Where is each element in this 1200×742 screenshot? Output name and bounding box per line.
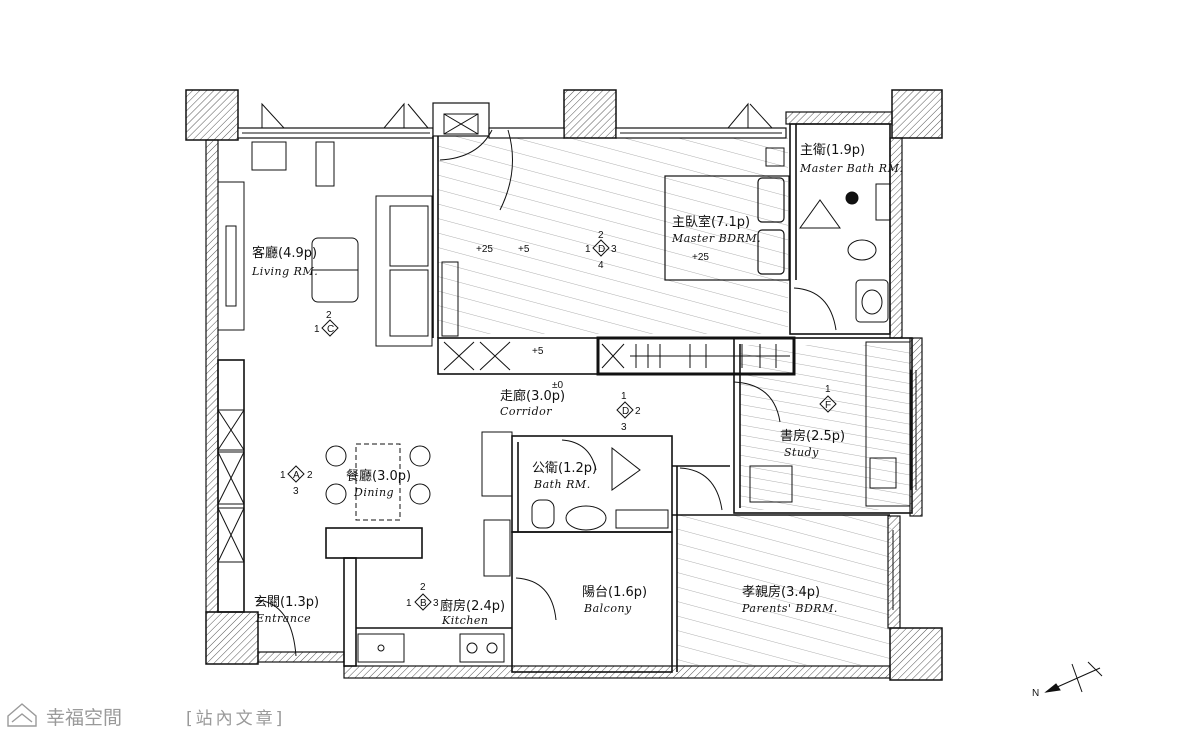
parents-bedroom-label-en: Parents' BDRM. <box>741 602 838 615</box>
bath-label-en: Bath RM. <box>533 478 591 491</box>
corridor-label-en: Corridor <box>500 405 552 418</box>
master-bed <box>664 175 790 281</box>
svg-text:B: B <box>420 598 427 609</box>
master-bedroom-label: 主臥室(7.1p) <box>672 214 750 230</box>
study-label: 書房(2.5p) <box>780 428 845 444</box>
study-floor <box>740 345 910 510</box>
window-casements <box>261 102 773 129</box>
svg-text:2: 2 <box>326 310 332 321</box>
elevation-tag-corridor: D 1 2 3 <box>616 391 641 433</box>
living-top-furniture <box>251 141 335 187</box>
svg-text:3: 3 <box>433 598 439 609</box>
svg-text:1: 1 <box>406 598 412 609</box>
svg-text:2: 2 <box>635 406 641 417</box>
room-labels: 客廳(4.9p) Living RM. 主臥室(7.1p) Master BDR… <box>251 143 903 627</box>
svg-text:1: 1 <box>280 470 286 481</box>
master-bedroom-label-en: Master BDRM. <box>671 232 761 245</box>
svg-text:3: 3 <box>611 244 617 255</box>
study-furniture <box>749 341 911 507</box>
parents-floor <box>677 515 891 665</box>
corridor-label: 走廊(3.0p) <box>500 388 565 404</box>
level-mark: +5 <box>532 346 544 357</box>
elevation-tag-study: F 1 <box>819 384 837 413</box>
house-icon <box>7 703 37 727</box>
svg-text:C: C <box>327 324 334 335</box>
entrance-label: 玄關(1.3p) <box>254 595 319 610</box>
dining-label: 餐廳(3.0p) <box>346 468 411 484</box>
balcony-label-en: Balcony <box>583 602 632 615</box>
dining-label-en: Dining <box>353 486 394 499</box>
watermark-brand: 幸福空間 <box>46 707 122 729</box>
svg-text:1: 1 <box>825 384 831 395</box>
master-bath-label: 主衛(1.9p) <box>800 143 865 158</box>
svg-text:1: 1 <box>585 244 591 255</box>
svg-text:1: 1 <box>621 391 627 402</box>
balcony-label: 陽台(1.6p) <box>582 585 647 600</box>
living-room-label-en: Living RM. <box>251 265 318 278</box>
svg-text:D: D <box>622 406 629 417</box>
elevation-tag-dining: A 1 2 3 <box>280 465 313 497</box>
elevation-tag-kitchen: B 2 1 3 <box>406 582 439 611</box>
armchair <box>311 237 359 303</box>
wardrobe-doors <box>443 341 790 371</box>
kitchen-label: 廚房(2.4p) <box>440 598 505 614</box>
svg-text:3: 3 <box>621 422 627 433</box>
corridor-cabinet <box>481 431 513 577</box>
master-bath-label-en: Master Bath RM. <box>799 162 903 175</box>
level-mark: +25 <box>692 252 709 263</box>
svg-text:F: F <box>825 400 831 411</box>
level-mark: +25 <box>476 244 493 255</box>
entrance-label-en: Entrance <box>255 612 311 625</box>
svg-text:A: A <box>293 470 300 481</box>
watermark-tag: [站內文章] <box>186 709 285 729</box>
elevation-tag-living: C 2 1 <box>314 310 339 337</box>
study-label-en: Study <box>784 446 819 459</box>
north-arrow <box>1044 661 1103 693</box>
master-bath-fixtures <box>765 147 891 323</box>
sofa <box>375 195 433 347</box>
kitchen-fixtures <box>357 633 505 663</box>
doors <box>257 129 837 657</box>
level-marks: +25 +5 +25 +5 ±0 <box>476 244 709 391</box>
level-mark: +5 <box>518 244 530 255</box>
svg-text:4: 4 <box>598 260 604 271</box>
living-room-label: 客廳(4.9p) <box>252 245 317 261</box>
svg-text:1: 1 <box>314 324 320 335</box>
entrance-shelves <box>217 409 245 563</box>
elevation-tag-master: D 2 1 3 4 <box>585 230 617 271</box>
level-mark: ±0 <box>552 380 563 391</box>
bath-label: 公衛(1.2p) <box>532 461 597 476</box>
master-floor <box>438 136 788 334</box>
kitchen-label-en: Kitchen <box>441 614 489 627</box>
north-label: N <box>1032 688 1039 699</box>
svg-text:2: 2 <box>598 230 604 241</box>
svg-text:2: 2 <box>420 582 426 593</box>
tv-cabinet <box>217 181 245 331</box>
svg-text:2: 2 <box>307 470 313 481</box>
master-side-cabinet <box>441 113 479 337</box>
watermark: 幸福空間 [站內文章] <box>7 703 285 729</box>
parents-bedroom-label: 孝親房(3.4p) <box>742 584 820 600</box>
svg-text:D: D <box>598 244 605 255</box>
dining-table <box>325 443 431 521</box>
svg-text:3: 3 <box>293 486 299 497</box>
bath-fixtures <box>531 446 669 531</box>
